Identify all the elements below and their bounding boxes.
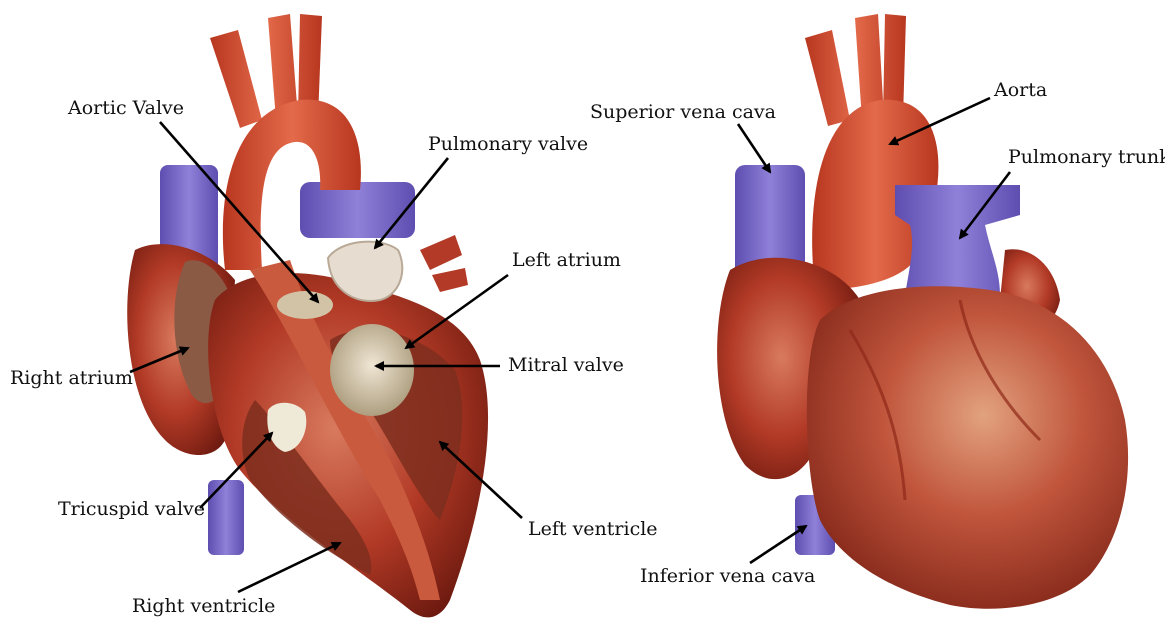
left-aortic-valve-shape <box>277 291 333 319</box>
right-pulmonary-trunk-vessel <box>895 185 1020 295</box>
label-pulmonary-valve: Pulmonary valve <box>428 133 588 155</box>
label-inferior-vena-cava: Inferior vena cava <box>640 565 815 587</box>
label-aortic-valve: Aortic Valve <box>67 97 184 119</box>
label-mitral-valve: Mitral valve <box>508 354 624 376</box>
label-right-atrium: Right atrium <box>10 367 133 389</box>
label-aorta: Aorta <box>993 79 1047 101</box>
label-pulmonary-trunk: Pulmonary trunk <box>1008 146 1165 168</box>
left-pulmonary-trunk-vessel <box>300 182 415 238</box>
right-heart-illustration <box>717 14 1128 609</box>
arrow-right-ventricle <box>238 543 340 592</box>
left-ivc-vessel <box>208 480 244 555</box>
left-pulmonary-veins <box>420 235 468 292</box>
arrow-superior-vena-cava <box>738 124 770 172</box>
label-right-ventricle: Right ventricle <box>132 595 275 617</box>
label-tricuspid-valve: Tricuspid valve <box>58 498 205 520</box>
label-superior-vena-cava: Superior vena cava <box>590 101 776 123</box>
label-left-ventricle: Left ventricle <box>528 518 658 540</box>
label-left-atrium: Left atrium <box>512 249 621 271</box>
left-mitral-valve-shape <box>330 324 414 416</box>
right-ventricles-body <box>807 286 1128 609</box>
